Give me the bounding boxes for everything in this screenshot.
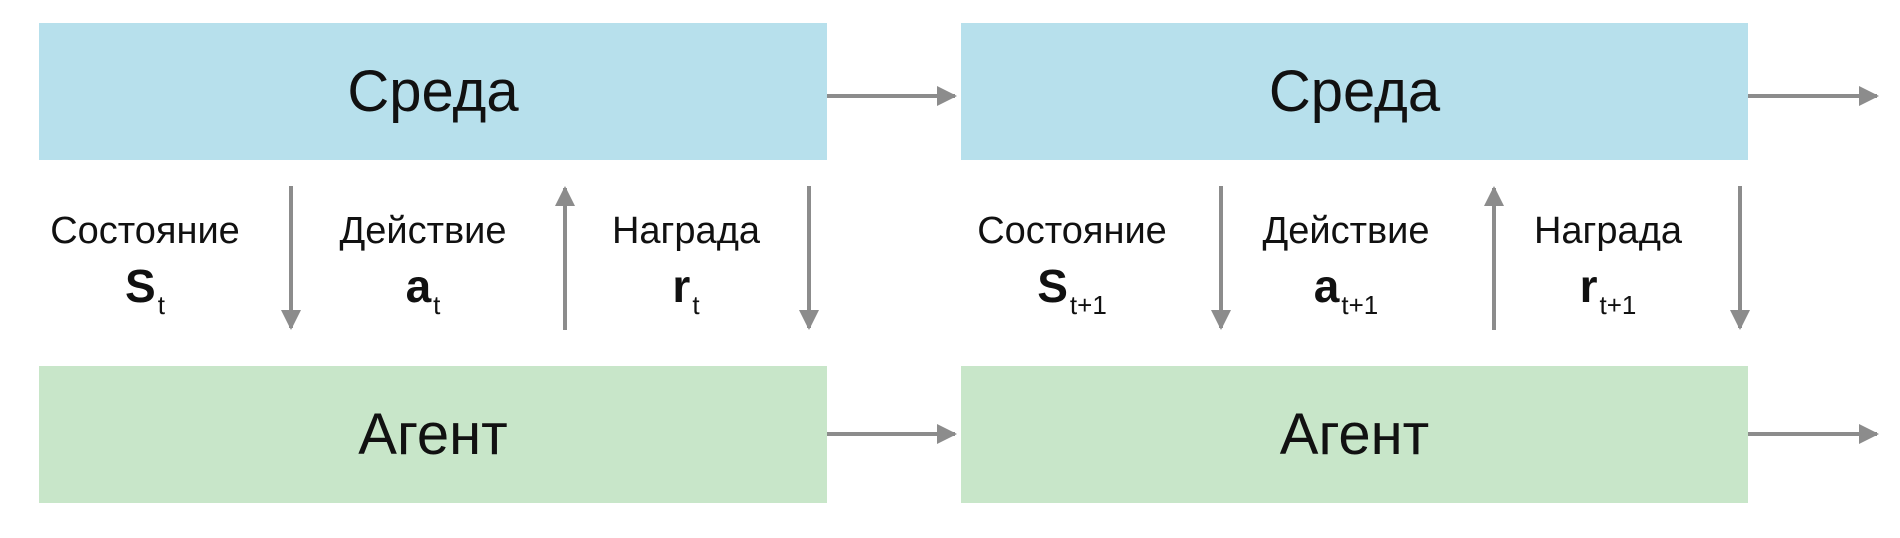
action-label-1: Действие at (318, 208, 528, 331)
reward-label-1: Награда rt (596, 208, 776, 331)
action-symbol-1: at (405, 260, 441, 320)
state-symbol-2: St+1 (1037, 260, 1107, 320)
state-symbol-1: St (125, 260, 165, 320)
action-name-1: Действие (339, 210, 507, 252)
state-name-1: Состояние (50, 210, 240, 252)
environment-box-2: Среда (961, 23, 1748, 160)
reward-label-2: Награда rt+1 (1515, 208, 1701, 331)
state-label-2: Состояние St+1 (957, 208, 1187, 331)
state-name-2: Состояние (977, 210, 1167, 252)
agent-box-2: Агент (961, 366, 1748, 503)
environment-label-2: Среда (1268, 59, 1441, 124)
agent-label-2: Агент (1279, 402, 1430, 467)
action-symbol-2: at+1 (1313, 260, 1379, 320)
reward-name-1: Награда (611, 210, 760, 252)
action-name-2: Действие (1262, 210, 1430, 252)
agent-box-1: Агент (39, 366, 827, 503)
agent-label-1: Агент (358, 402, 508, 467)
reward-symbol-2: rt+1 (1579, 260, 1637, 320)
state-label-1: Состояние St (32, 208, 258, 331)
action-label-2: Действие at+1 (1240, 208, 1452, 331)
environment-label-1: Среда (347, 59, 519, 124)
reward-name-2: Награда (1533, 210, 1682, 252)
reward-symbol-1: rt (672, 260, 700, 320)
environment-box-1: Среда (39, 23, 827, 160)
